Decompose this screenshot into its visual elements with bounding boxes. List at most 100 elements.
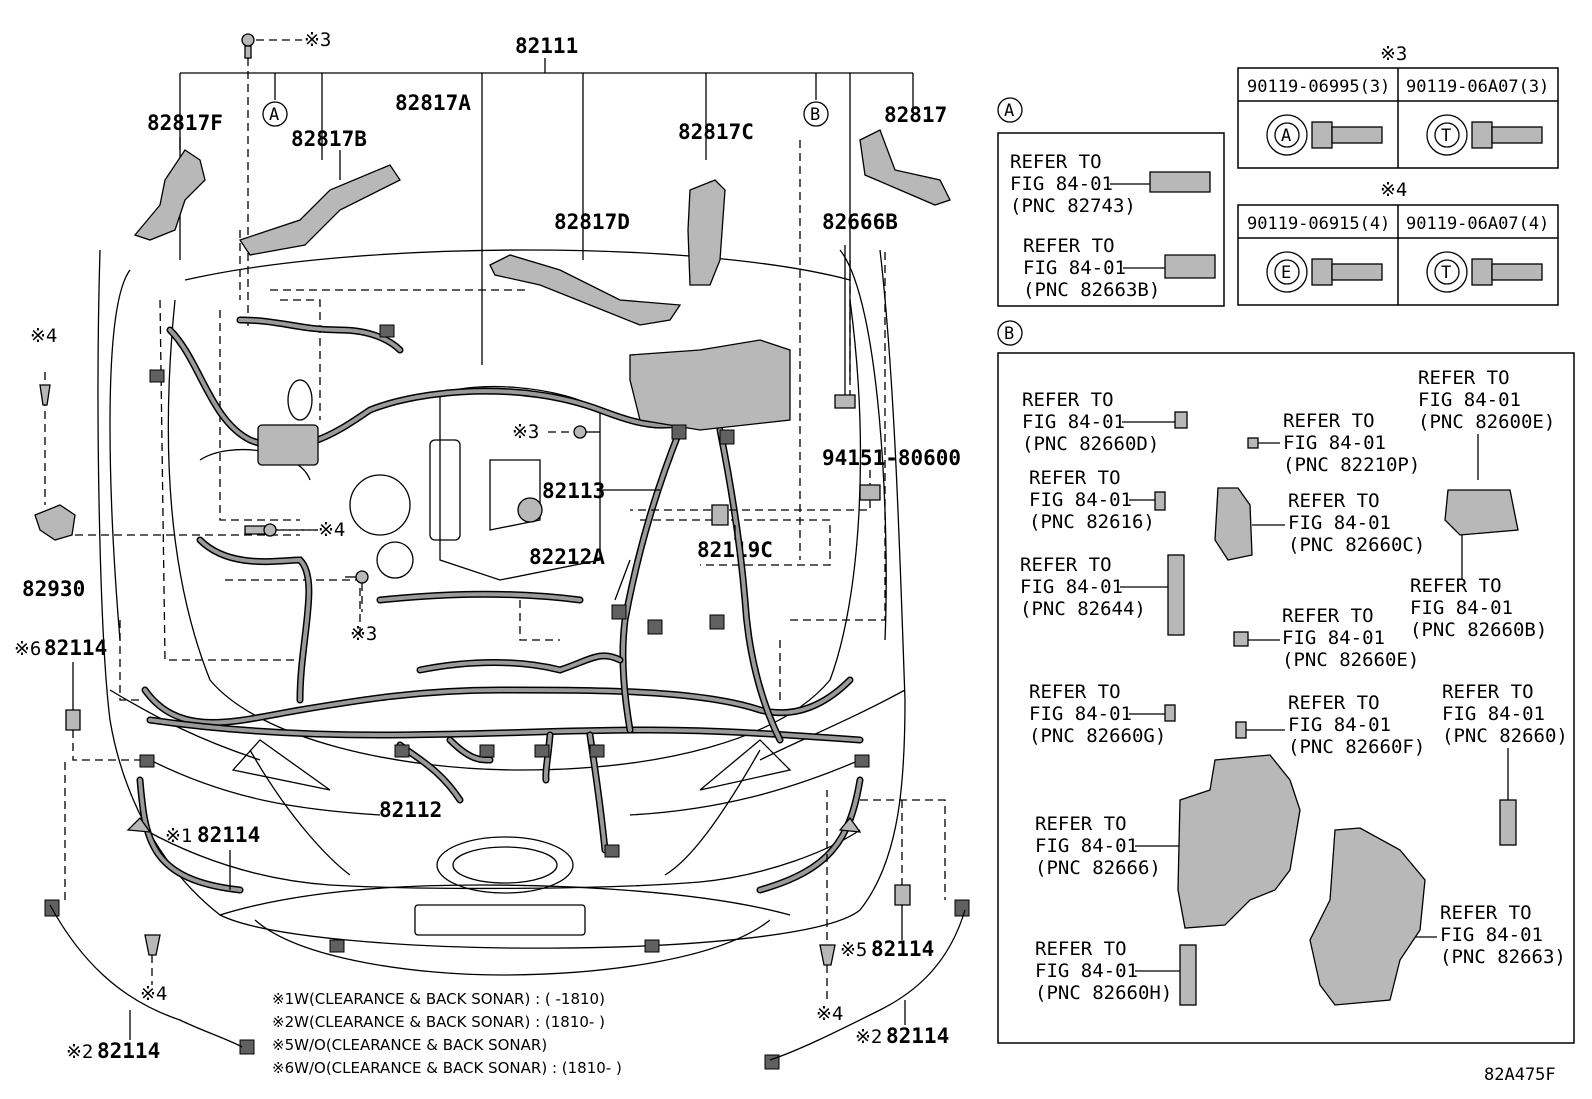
- svg-text:(PNC 82743): (PNC 82743): [1010, 195, 1136, 217]
- panel-b-item-82600E: REFER TO FIG 84-01 (PNC 82600E): [1418, 367, 1555, 536]
- panel-b-item-82663: REFER TO FIG 84-01 (PNC 82663): [1309, 827, 1566, 1006]
- svg-text:FIG 84-01: FIG 84-01: [1029, 489, 1132, 511]
- panel-b-item-82660: REFER TO FIG 84-01 (PNC 82660): [1442, 681, 1568, 846]
- label-82817C: 82817C: [678, 120, 754, 144]
- svg-text:FIG 84-01: FIG 84-01: [1282, 627, 1385, 649]
- svg-text:82114: 82114: [44, 636, 107, 660]
- callout-82114-left-top: ※6 82114: [14, 636, 140, 761]
- svg-text:REFER TO: REFER TO: [1035, 938, 1127, 960]
- battery-area: [257, 379, 319, 466]
- panel-b-item-82210P: REFER TO FIG 84-01 (PNC 82210P): [1247, 410, 1420, 476]
- svg-text:REFER TO: REFER TO: [1023, 235, 1115, 257]
- label-82817A: 82817A: [395, 91, 471, 115]
- svg-text:FIG 84-01: FIG 84-01: [1023, 257, 1126, 279]
- callout-82114-right-bottom: ※2 82114: [769, 909, 966, 1061]
- svg-text:A: A: [1281, 126, 1291, 146]
- svg-text:REFER TO: REFER TO: [1288, 490, 1380, 512]
- footnote-6: ※6W/O(CLEARANCE & BACK SONAR) : (1810- ): [272, 1059, 622, 1077]
- label-82119C: 82119C: [697, 538, 773, 562]
- svg-text:FIG 84-01: FIG 84-01: [1022, 411, 1125, 433]
- callout-82114-left-mid: ※1 82114: [165, 823, 260, 890]
- svg-text:(PNC 82660G): (PNC 82660G): [1029, 725, 1166, 747]
- panel-a: A REFER TO FIG 84-01 (PNC 82743) REFER T…: [997, 97, 1225, 307]
- svg-text:T: T: [1441, 126, 1451, 146]
- svg-text:(PNC 82660H): (PNC 82660H): [1035, 982, 1172, 1004]
- top-leader-bracket: 82111: [179, 34, 914, 380]
- svg-text:82114: 82114: [886, 1024, 949, 1048]
- label-82817B: 82817B: [291, 127, 367, 151]
- svg-text:(PNC 82660): (PNC 82660): [1442, 725, 1568, 747]
- bracket-82817D: [489, 254, 682, 326]
- svg-text:A: A: [269, 105, 279, 125]
- svg-text:FIG 84-01: FIG 84-01: [1010, 173, 1113, 195]
- svg-text:REFER TO: REFER TO: [1029, 681, 1121, 703]
- bracket-82817F: [133, 149, 206, 241]
- svg-text:REFER TO: REFER TO: [1010, 151, 1102, 173]
- svg-text:REFER TO: REFER TO: [1020, 554, 1112, 576]
- svg-text:(PNC 82644): (PNC 82644): [1020, 598, 1146, 620]
- svg-text:※3: ※3: [350, 623, 377, 645]
- svg-text:※4: ※4: [1380, 179, 1407, 201]
- panel-b-item-82660G: REFER TO FIG 84-01 (PNC 82660G): [1029, 681, 1176, 747]
- svg-text:※3: ※3: [1380, 43, 1407, 65]
- footnotes: ※1W(CLEARANCE & BACK SONAR) : ( -1810) ※…: [272, 990, 622, 1077]
- svg-text:REFER TO: REFER TO: [1029, 467, 1121, 489]
- panel-a-item-1: REFER TO FIG 84-01 (PNC 82663B): [1023, 235, 1216, 301]
- svg-text:FIG 84-01: FIG 84-01: [1442, 703, 1545, 725]
- svg-text:90119-06A07(3): 90119-06A07(3): [1406, 77, 1549, 97]
- svg-text:REFER TO: REFER TO: [1283, 410, 1375, 432]
- svg-text:82114: 82114: [871, 937, 934, 961]
- svg-text:REFER TO: REFER TO: [1418, 367, 1510, 389]
- svg-text:(PNC 82660E): (PNC 82660E): [1282, 649, 1419, 671]
- callout-82114-right-mid: ※4 ※5 82114: [816, 790, 946, 1025]
- svg-text:※3: ※3: [512, 421, 539, 443]
- bracket-82817: [859, 129, 951, 206]
- label-82930: 82930: [22, 577, 85, 601]
- bracket-82817B: [238, 164, 401, 256]
- svg-text:REFER TO: REFER TO: [1035, 813, 1127, 835]
- bolt-ref3-lower: ※3: [345, 570, 377, 645]
- panel-b-item-82616: REFER TO FIG 84-01 (PNC 82616): [1029, 467, 1166, 533]
- svg-text:A: A: [1004, 101, 1014, 121]
- svg-text:(PNC 82660D): (PNC 82660D): [1022, 433, 1159, 455]
- label-82113: 82113: [542, 479, 605, 503]
- svg-text:FIG 84-01: FIG 84-01: [1288, 714, 1391, 736]
- svg-text:B: B: [1004, 324, 1014, 344]
- svg-text:※1: ※1: [165, 825, 192, 847]
- svg-text:90119-06915(4): 90119-06915(4): [1247, 214, 1390, 234]
- svg-text:※5: ※5: [840, 939, 867, 961]
- svg-text:90119-06A07(4): 90119-06A07(4): [1406, 214, 1549, 234]
- bracket-82817C: [687, 179, 726, 286]
- svg-text:FIG 84-01: FIG 84-01: [1035, 835, 1138, 857]
- clip-94151-80600: [630, 470, 881, 511]
- panel-b-item-82660C: REFER TO FIG 84-01 (PNC 82660C): [1214, 487, 1425, 561]
- label-82212A: 82212A: [529, 545, 605, 569]
- svg-text:※2: ※2: [66, 1041, 93, 1063]
- label-82666B: 82666B: [822, 210, 898, 234]
- svg-text:82114: 82114: [97, 1039, 160, 1063]
- label-82817: 82817: [884, 103, 947, 127]
- label-82112: 82112: [379, 798, 442, 822]
- fastener-table-3: ※3 90119-06995(3) 90119-06A07(3) A T: [1237, 43, 1559, 169]
- label-94151-80600: 94151-80600: [822, 446, 961, 470]
- svg-text:REFER TO: REFER TO: [1288, 692, 1380, 714]
- svg-text:(PNC 82616): (PNC 82616): [1029, 511, 1155, 533]
- ref3-top: ※3: [304, 29, 331, 51]
- clip-82666B: [834, 245, 856, 409]
- label-82817D: 82817D: [554, 210, 630, 234]
- vehicle-body-outline: [97, 140, 906, 976]
- svg-text:(PNC 82600E): (PNC 82600E): [1418, 411, 1555, 433]
- svg-text:※2: ※2: [855, 1026, 882, 1048]
- svg-text:(PNC 82666): (PNC 82666): [1035, 857, 1161, 879]
- svg-text:B: B: [810, 105, 820, 125]
- footnote-5: ※5W/O(CLEARANCE & BACK SONAR): [272, 1036, 547, 1054]
- panel-b-item-82660E: REFER TO FIG 84-01 (PNC 82660E): [1233, 605, 1419, 671]
- svg-text:REFER TO: REFER TO: [1282, 605, 1374, 627]
- panel-b-item-82644: REFER TO FIG 84-01 (PNC 82644): [1020, 554, 1185, 636]
- connectors: [44, 324, 970, 1070]
- svg-text:FIG 84-01: FIG 84-01: [1410, 597, 1513, 619]
- callout-a-main: A: [262, 101, 288, 127]
- figure-code: 82A475F: [1484, 1065, 1556, 1085]
- footnote-1: ※1W(CLEARANCE & BACK SONAR) : ( -1810): [272, 990, 605, 1008]
